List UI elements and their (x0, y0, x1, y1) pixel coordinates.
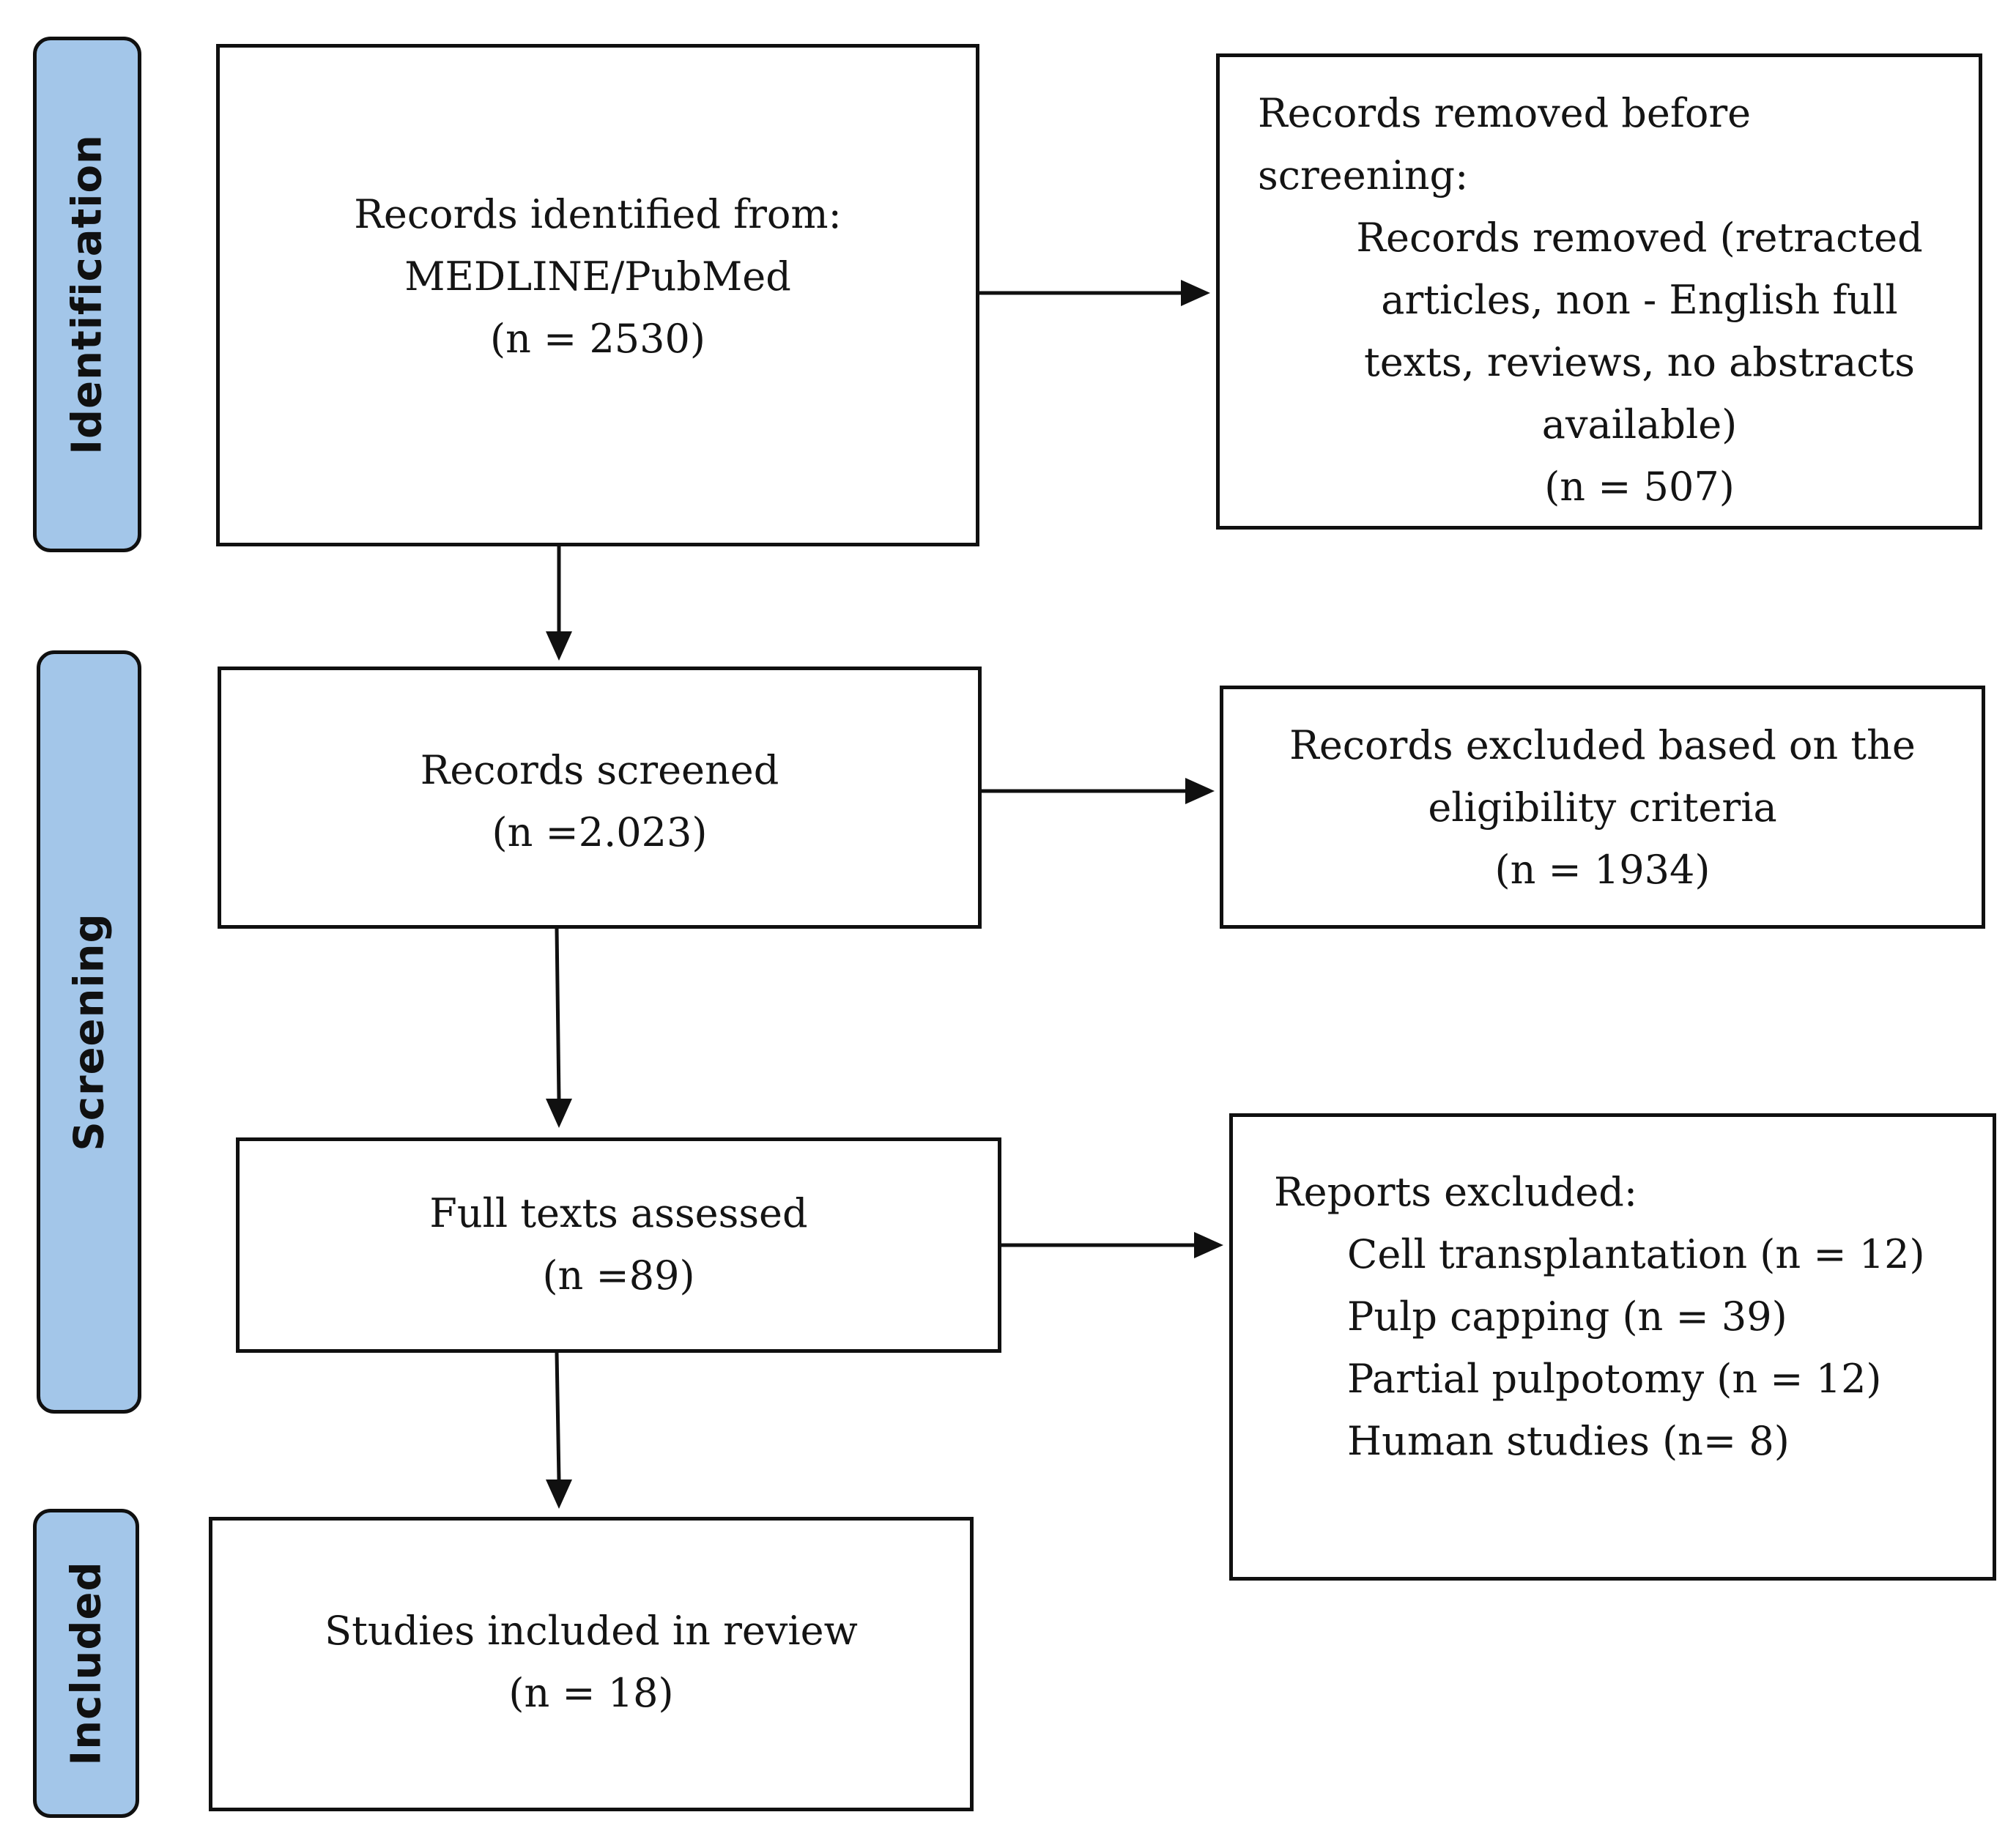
reports-excluded-box: Reports excluded: Cell transplantation (… (1229, 1113, 1996, 1581)
reports-excluded-heading: Reports excluded: (1274, 1169, 1638, 1215)
records-removed-count: (n = 507) (1544, 464, 1735, 510)
records-removed-heading: Records removed before screening: (1258, 82, 1751, 207)
records-removed-box: Records removed before screening: Record… (1216, 53, 1982, 530)
studies-included-box: Studies included in review (n = 18) (209, 1517, 974, 1811)
records-removed-heading-line: screening: (1258, 152, 1469, 198)
reports-excluded-item: Pulp capping (n = 39) (1347, 1293, 1787, 1340)
records-excluded-count: (n = 1934) (1494, 847, 1711, 893)
records-removed-detail-line: texts, reviews, no abstracts (1364, 339, 1915, 385)
full-texts-line: Full texts assessed (429, 1190, 808, 1236)
arrowhead-down (546, 1099, 572, 1128)
records-removed-detail-line: articles, non - English full (1381, 277, 1898, 323)
phase-screening: Screening (37, 650, 141, 1414)
records-identified-text: Records identified from: MEDLINE/PubMed … (220, 183, 976, 370)
studies-included-line: Studies included in review (325, 1608, 858, 1654)
arrowhead-down (546, 1480, 572, 1509)
arrow-screened-to-fulltext (555, 928, 561, 1099)
records-excluded-line: eligibility criteria (1428, 784, 1777, 831)
reports-excluded-item: Human studies (n= 8) (1347, 1418, 1790, 1464)
phase-identification: Identification (33, 37, 141, 552)
arrowhead-right (1181, 280, 1210, 306)
records-screened-text: Records screened (n =2.023) (221, 739, 978, 864)
reports-excluded-item: Partial pulpotomy (n = 12) (1347, 1356, 1882, 1402)
records-screened-count: (n =2.023) (492, 809, 708, 855)
arrowhead-right (1194, 1232, 1223, 1258)
records-excluded-box: Records excluded based on the eligibilit… (1220, 686, 1985, 929)
records-identified-box: Records identified from: MEDLINE/PubMed … (216, 44, 979, 546)
full-texts-text: Full texts assessed (n =89) (240, 1182, 998, 1307)
phase-included: Included (33, 1509, 139, 1818)
reports-excluded-item: Cell transplantation (n = 12) (1347, 1231, 1925, 1277)
phase-included-label: Included (62, 1561, 110, 1766)
records-identified-line: Records identified from: (354, 191, 842, 237)
records-identified-count: (n = 2530) (490, 316, 705, 362)
records-screened-box: Records screened (n =2.023) (218, 667, 982, 929)
studies-included-text: Studies included in review (n = 18) (212, 1600, 970, 1724)
arrowhead-down (546, 631, 572, 661)
arrow-fulltext-to-included (555, 1352, 561, 1480)
records-removed-detail: Records removed (retracted articles, non… (1322, 207, 1957, 518)
full-texts-box: Full texts assessed (n =89) (236, 1137, 1001, 1353)
full-texts-count: (n =89) (542, 1252, 695, 1299)
phase-identification-label: Identification (63, 134, 111, 455)
records-identified-source: MEDLINE/PubMed (404, 253, 791, 300)
records-removed-detail-line: Records removed (retracted (1356, 215, 1923, 261)
phase-screening-label: Screening (65, 913, 113, 1151)
records-excluded-text: Records excluded based on the eligibilit… (1223, 714, 1982, 901)
studies-included-count: (n = 18) (508, 1670, 674, 1716)
records-excluded-line: Records excluded based on the (1289, 722, 1916, 768)
reports-excluded-text: Reports excluded: Cell transplantation (… (1274, 1161, 1925, 1472)
arrowhead-right (1185, 778, 1215, 804)
records-removed-detail-line: available) (1541, 401, 1738, 448)
records-screened-line: Records screened (420, 747, 779, 793)
records-removed-heading-line: Records removed before (1258, 90, 1752, 136)
